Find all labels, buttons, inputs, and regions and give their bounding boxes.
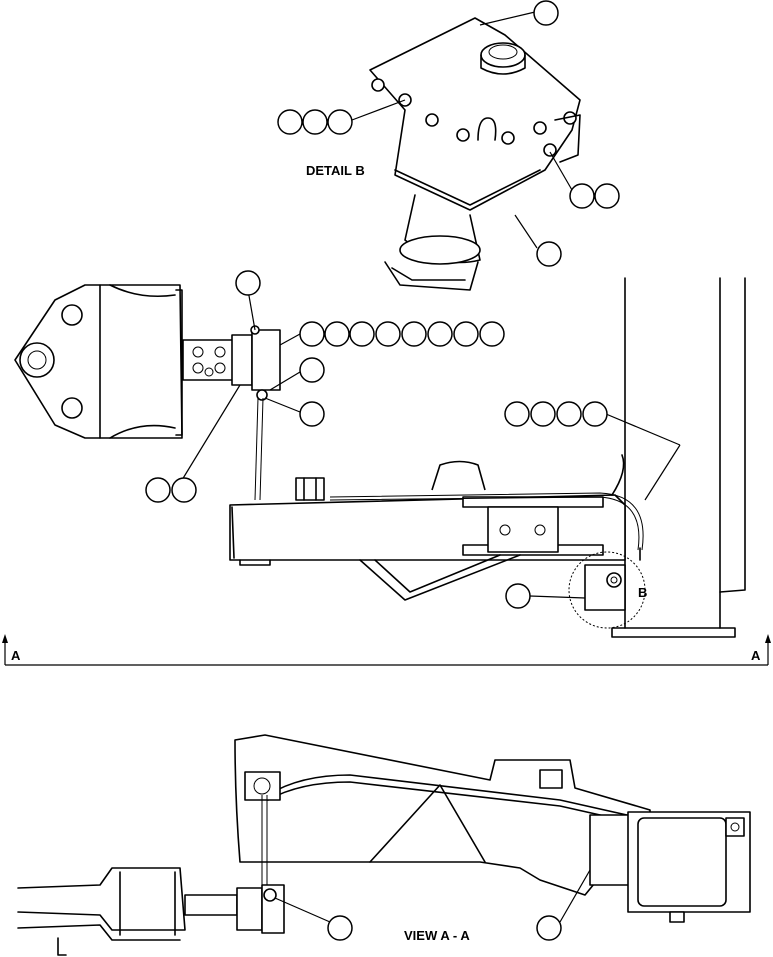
view-aa-yoke	[17, 867, 285, 956]
yoke-housing	[14, 284, 183, 439]
callout-bubble	[302, 109, 328, 135]
callout-bubble	[277, 109, 303, 135]
callout-bubble	[327, 915, 353, 941]
section-label-left: A	[11, 648, 21, 663]
callout-bubble	[299, 357, 325, 383]
callout-bubble	[530, 401, 556, 427]
callout-bubble	[299, 321, 325, 347]
callout-bubble	[505, 583, 531, 609]
callout-bubble	[594, 183, 620, 209]
callout-bubble	[375, 321, 401, 347]
callout-bubble	[479, 321, 505, 347]
callout-bubble	[582, 401, 608, 427]
callout-bubble	[324, 321, 350, 347]
callout-bubble	[171, 477, 197, 503]
callout-bubble	[401, 321, 427, 347]
valve-manifold	[182, 325, 281, 401]
detail-b-assembly	[369, 17, 581, 291]
callout-bubble	[453, 321, 479, 347]
detail-b-callouts	[277, 0, 620, 267]
view-aa-callouts	[274, 869, 591, 941]
view-aa-label: VIEW A - A	[404, 928, 470, 943]
callout-bubble	[536, 241, 562, 267]
detail-b-label: DETAIL B	[306, 163, 365, 178]
view-aa-boom	[234, 734, 651, 896]
callout-bubble	[533, 0, 559, 26]
callout-bubble	[556, 401, 582, 427]
view-aa-motor-box	[589, 811, 751, 923]
section-line-a-a	[2, 634, 771, 666]
callout-bubble	[299, 401, 325, 427]
callout-bubble	[427, 321, 453, 347]
detail-b-reference: B	[638, 585, 647, 600]
callout-bubble	[327, 109, 353, 135]
motor-detail-b	[568, 547, 646, 629]
callout-bubble	[504, 401, 530, 427]
frame-column	[611, 277, 746, 638]
plan-callouts	[145, 270, 681, 609]
callout-bubble	[235, 270, 261, 296]
callout-bubble	[349, 321, 375, 347]
callout-bubble	[145, 477, 171, 503]
section-label-right: A	[751, 648, 761, 663]
callout-bubble	[536, 915, 562, 941]
main-boom	[229, 397, 644, 601]
callout-bubble	[569, 183, 595, 209]
